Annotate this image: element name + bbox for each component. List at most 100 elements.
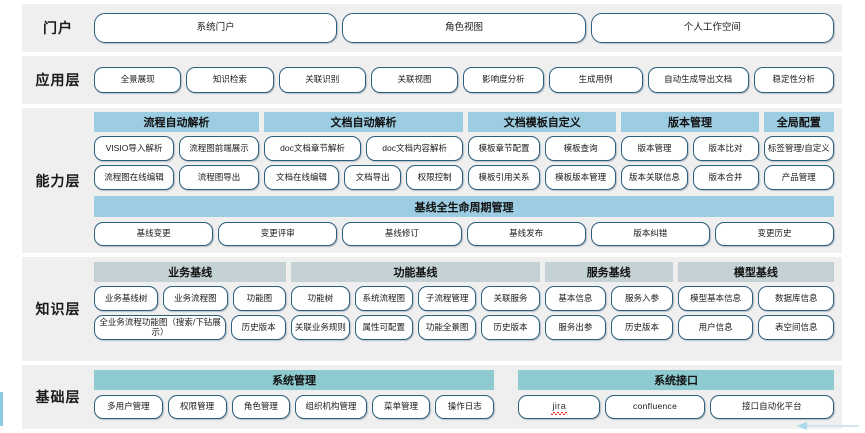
pill-label: 操作日志	[447, 401, 482, 412]
capability-pill[interactable]: 数据库信息	[758, 286, 834, 311]
pill-label: 版本合并	[708, 171, 743, 182]
capability-pill[interactable]: 流程图导出	[178, 165, 259, 190]
capability-pill[interactable]: 基本信息	[544, 286, 607, 311]
capability-pill[interactable]: 历史版本	[231, 315, 287, 340]
capability-pill[interactable]: 文档导出	[344, 165, 402, 190]
capability-pill[interactable]: 标签管理/自定义	[763, 136, 834, 161]
layer-band-knowledge: 知识层 业务基线业务基线树业务流程图功能图全业务流程功能图（搜索/下钻展示）历史…	[22, 257, 842, 361]
capability-pill[interactable]: 关联业务规则	[291, 315, 350, 340]
capability-pill[interactable]: jira	[518, 395, 601, 419]
capability-pill[interactable]: 变更历史	[714, 222, 835, 246]
group-header: 文档自动解析	[263, 112, 464, 132]
group-header: 模型基线	[677, 262, 834, 282]
capability-pill[interactable]: 关联服务	[481, 286, 540, 311]
capability-pill[interactable]: 权限管理	[167, 395, 227, 419]
pill-label: 变更评审	[260, 228, 295, 239]
capability-pill[interactable]: 组织机构管理	[295, 395, 367, 419]
pill-label: 变更历史	[757, 228, 792, 239]
pill-label: 产品管理	[781, 171, 816, 182]
capability-pill[interactable]: 操作日志	[435, 395, 495, 419]
pill-label: 功能全景图	[425, 321, 469, 332]
capability-pill[interactable]: 历史版本	[611, 315, 673, 340]
capability-pill[interactable]: 产品管理	[763, 165, 834, 190]
capability-pill[interactable]: 版本管理	[621, 136, 688, 161]
group-header: 服务基线	[544, 262, 673, 282]
capability-pill[interactable]: 接口自动化平台	[709, 395, 834, 419]
group-header: 全局配置	[763, 112, 834, 132]
capability-pill[interactable]: 影响度分析	[463, 67, 544, 93]
pill-label: 组织机构管理	[305, 401, 357, 412]
capability-group-list: 流程自动解析 VISIO导入解析流程图前端展示流程图在线编辑流程图导出 文档自动解析…	[94, 112, 834, 190]
capability-pill[interactable]: 变更评审	[218, 222, 338, 246]
capability-pill[interactable]: 文档在线编辑	[263, 165, 340, 190]
pill-label: 模板版本管理	[555, 171, 607, 182]
capability-pill[interactable]: 功能全景图	[417, 315, 477, 340]
capability-pill[interactable]: 角色视图	[342, 13, 586, 43]
capability-pill[interactable]: 角色管理	[231, 395, 291, 419]
capability-pill[interactable]: 服务入参	[611, 286, 673, 311]
pill-label: 业务基线树	[104, 292, 148, 303]
capability-pill[interactable]: doc文档内容解析	[366, 136, 464, 161]
group-header: 流程自动解析	[94, 112, 259, 132]
capability-pill[interactable]: 子流程管理	[417, 286, 477, 311]
capability-pill[interactable]: 历史版本	[481, 315, 540, 340]
capability-pill[interactable]: 流程图前端展示	[178, 136, 259, 161]
capability-pill[interactable]: 属性可配置	[354, 315, 413, 340]
lifecycle-button-row: 基线变更 变更评审 基线修订基线发布版本纠错 变更历史	[94, 222, 835, 246]
capability-pill[interactable]: 模板版本管理	[544, 165, 617, 190]
capability-pill[interactable]: 系统门户	[94, 13, 338, 43]
capability-pill[interactable]: 模型基本信息	[677, 286, 754, 311]
capability-pill[interactable]: 个人工作空间	[590, 13, 834, 43]
pill-label: doc文档内容解析	[382, 142, 447, 153]
layer-label-portal: 门户	[43, 20, 73, 36]
capability-pill[interactable]: 业务基线树	[94, 286, 159, 311]
capability-pill[interactable]: 基线发布	[466, 222, 586, 246]
capability-pill[interactable]: 用户信息	[677, 315, 754, 340]
group-header: 功能基线	[291, 262, 540, 282]
capability-pill[interactable]: 版本关联信息	[621, 165, 688, 190]
group-header: 业务基线	[94, 262, 287, 282]
knowledge-group: 服务基线基本信息服务入参服务出参历史版本	[544, 262, 673, 340]
capability-pill[interactable]: 知识检索	[186, 67, 274, 93]
capability-pill[interactable]: confluence	[605, 395, 705, 419]
layer-band-portal: 门户 系统门户 角色视图个人工作空间	[22, 4, 842, 52]
capability-pill[interactable]: 系统流程图	[354, 286, 413, 311]
capability-pill[interactable]: 业务流程图	[163, 286, 228, 311]
pill-label: 标签管理/自定义	[767, 142, 830, 153]
capability-pill[interactable]: 稳定性分析	[753, 67, 834, 93]
capability-pill[interactable]: 版本合并	[692, 165, 759, 190]
capability-pill[interactable]: 服务出参	[544, 315, 607, 340]
group-row: 基本信息服务入参	[544, 286, 673, 311]
capability-pill[interactable]: 模板引用关系	[468, 165, 540, 190]
layer-label-capability: 能力层	[35, 172, 81, 189]
pill-label: 版本关联信息	[628, 171, 680, 182]
capability-pill[interactable]: 功能图	[232, 286, 287, 311]
capability-pill[interactable]: 全景展现	[94, 67, 182, 93]
capability-pill[interactable]: 功能树	[291, 286, 350, 311]
layer-body-portal: 系统门户 角色视图个人工作空间	[94, 13, 842, 43]
capability-pill[interactable]: 关联视图	[370, 67, 459, 93]
capability-pill[interactable]: 基线修订	[342, 222, 462, 246]
capability-pill[interactable]: 菜单管理	[371, 395, 431, 419]
capability-pill[interactable]: 生成用例	[548, 67, 643, 93]
capability-pill[interactable]: 流程图在线编辑	[94, 165, 174, 190]
capability-pill[interactable]: 模板章节配置	[468, 136, 540, 161]
capability-pill[interactable]: 基线变更	[94, 222, 214, 246]
capability-group: 全局配置标签管理/自定义产品管理	[763, 112, 834, 190]
capability-pill[interactable]: 关联识别	[278, 67, 366, 93]
capability-pill[interactable]: 权限控制	[406, 165, 464, 190]
capability-pill[interactable]: 表空间信息	[758, 315, 834, 340]
capability-pill[interactable]: 全业务流程功能图（搜索/下钻展示）	[94, 315, 227, 340]
capability-pill[interactable]: 版本纠错	[590, 222, 710, 246]
capability-pill[interactable]: 模板查询	[544, 136, 617, 161]
capability-pill[interactable]: 版本比对	[692, 136, 759, 161]
capability-pill[interactable]: doc文档章节解析	[263, 136, 362, 161]
capability-pill[interactable]: 自动生成导出文档	[647, 67, 749, 93]
capability-pill[interactable]: VISIO导入解析	[94, 136, 174, 161]
pill-label: 系统门户	[196, 21, 235, 33]
pill-label: 模板查询	[563, 142, 598, 153]
capability-pill[interactable]: 多用户管理	[94, 395, 163, 419]
